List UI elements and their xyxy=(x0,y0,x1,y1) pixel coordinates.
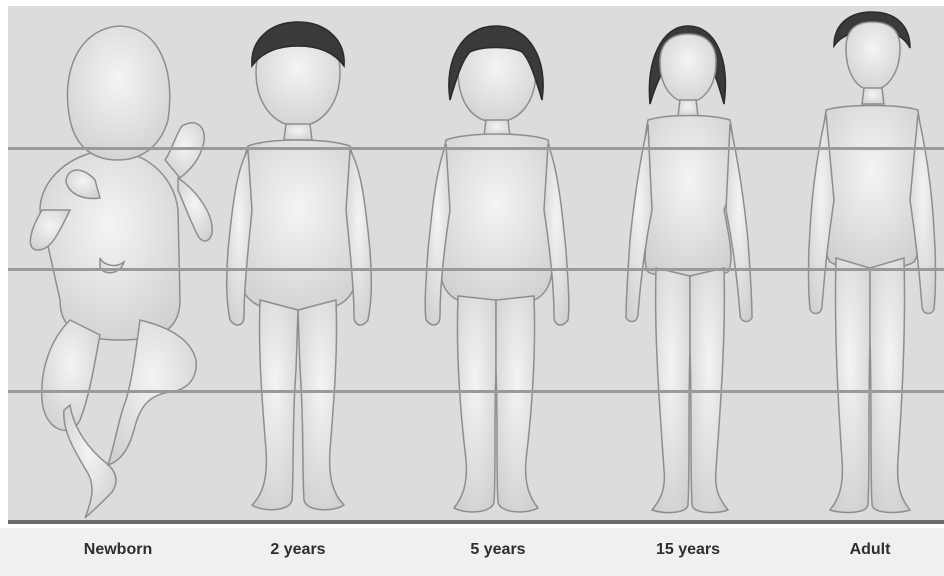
reference-line-lower xyxy=(8,390,944,393)
reference-line-middle xyxy=(8,268,944,271)
label-newborn: Newborn xyxy=(58,541,178,559)
ground-baseline xyxy=(8,520,944,524)
label-5-years: 5 years xyxy=(438,541,558,559)
reference-line-upper xyxy=(8,147,944,150)
figure-adult xyxy=(809,12,936,512)
figure-newborn xyxy=(30,26,212,518)
figure-2-years xyxy=(227,22,372,510)
label-adult: Adult xyxy=(810,541,930,559)
label-15-years: 15 years xyxy=(628,541,748,559)
label-2-years: 2 years xyxy=(238,541,358,559)
figures-illustration xyxy=(0,0,944,524)
